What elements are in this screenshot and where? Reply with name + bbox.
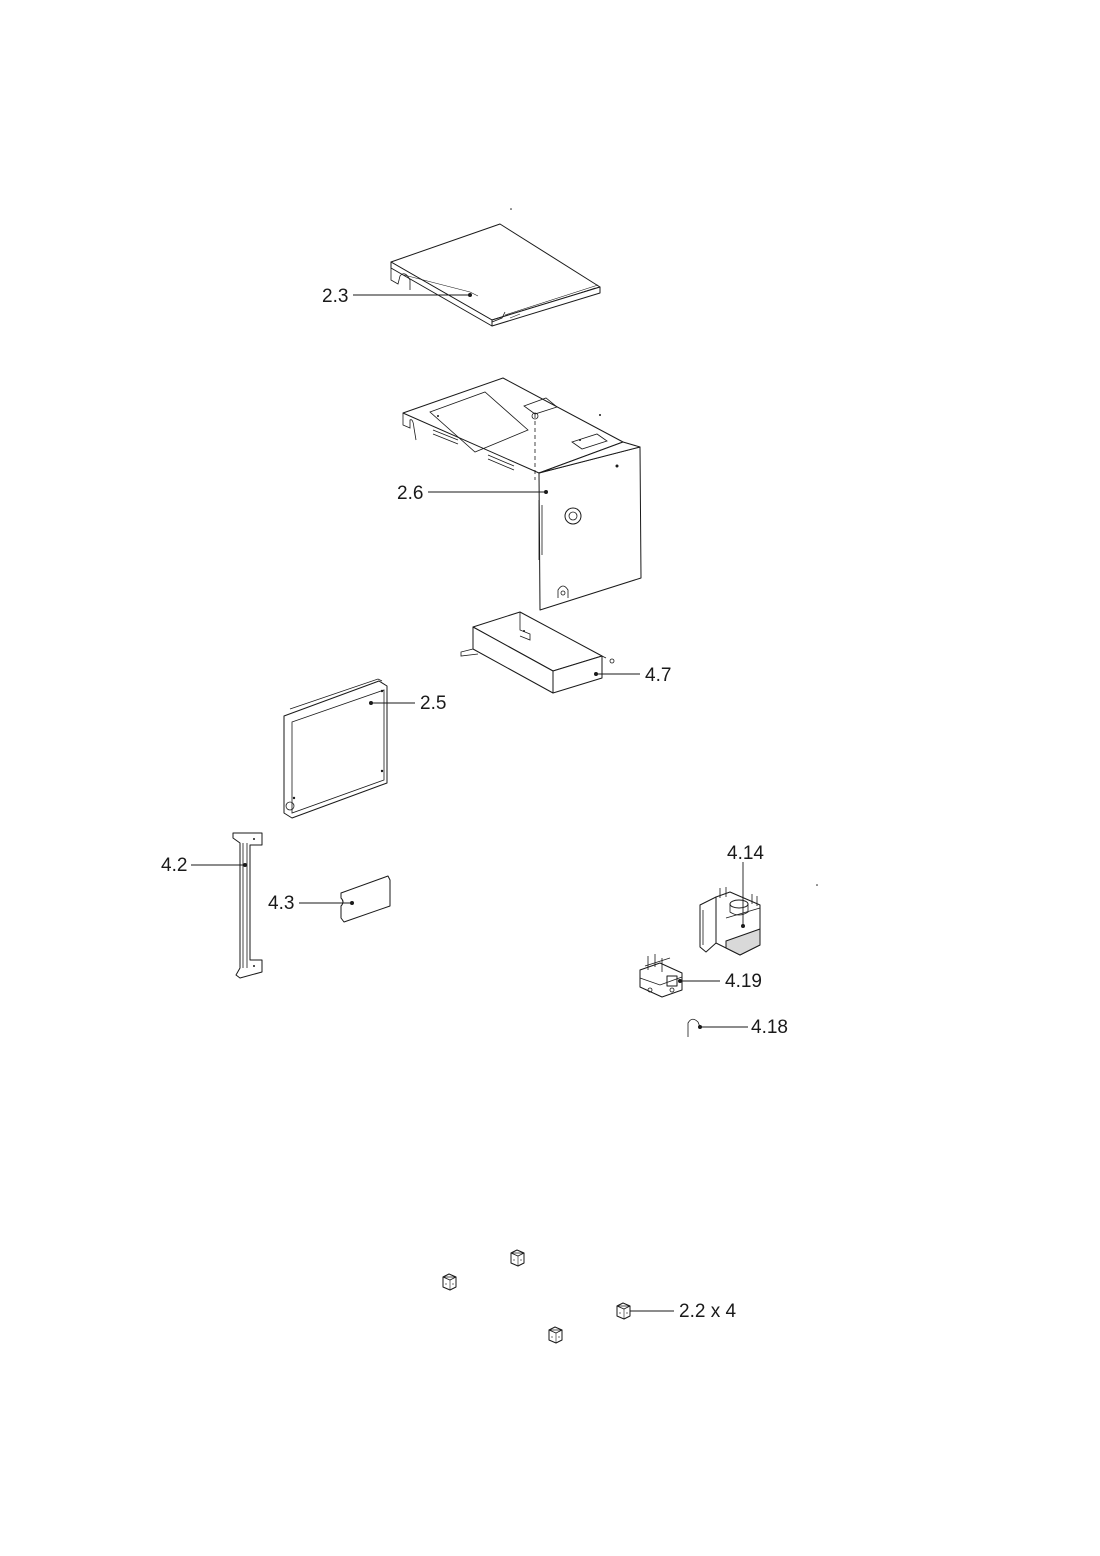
callout-4-2: 4.2 — [161, 855, 247, 876]
part-2-6-housing — [402, 377, 642, 611]
callout-label-4-19: 4.19 — [725, 971, 762, 992]
callout-label-4-3: 4.3 — [268, 893, 294, 914]
callout-label-4-7: 4.7 — [645, 665, 671, 686]
part-4-7-tray — [460, 611, 615, 694]
part-4-3-plate — [340, 875, 391, 923]
part-2-2-foot-1 — [510, 1249, 525, 1267]
part-2-2-foot-4 — [548, 1326, 563, 1344]
callout-label-2-6: 2.6 — [397, 483, 423, 504]
part-2-2-foot-3 — [616, 1302, 631, 1320]
callout-4-7: 4.7 — [594, 665, 671, 686]
callout-4-18: 4.18 — [698, 1017, 788, 1038]
callout-2-3: 2.3 — [322, 286, 472, 307]
callout-label-4-14: 4.14 — [727, 843, 764, 864]
part-4-14-tank — [699, 884, 818, 956]
part-4-19-switch — [639, 954, 683, 998]
callout-4-3: 4.3 — [268, 893, 354, 914]
callout-2-5: 2.5 — [369, 693, 446, 714]
part-2-2-foot-2 — [442, 1273, 457, 1291]
callout-label-2-2: 2.2 x 4 — [679, 1301, 736, 1322]
part-4-2-bracket — [232, 832, 263, 979]
part-2-5-side-panel — [283, 678, 388, 819]
callout-2-6: 2.6 — [397, 483, 548, 504]
part-4-18-clip — [687, 1018, 701, 1037]
callout-2-2: 2.2 x 4 — [630, 1301, 736, 1322]
callout-4-19: 4.19 — [678, 971, 762, 992]
callout-label-2-5: 2.5 — [420, 693, 446, 714]
callout-label-4-18: 4.18 — [751, 1017, 788, 1038]
callout-label-2-3: 2.3 — [322, 286, 348, 307]
part-2-3-top-cover — [390, 208, 601, 327]
callout-4-14: 4.14 — [727, 843, 764, 928]
callout-label-4-2: 4.2 — [161, 855, 187, 876]
